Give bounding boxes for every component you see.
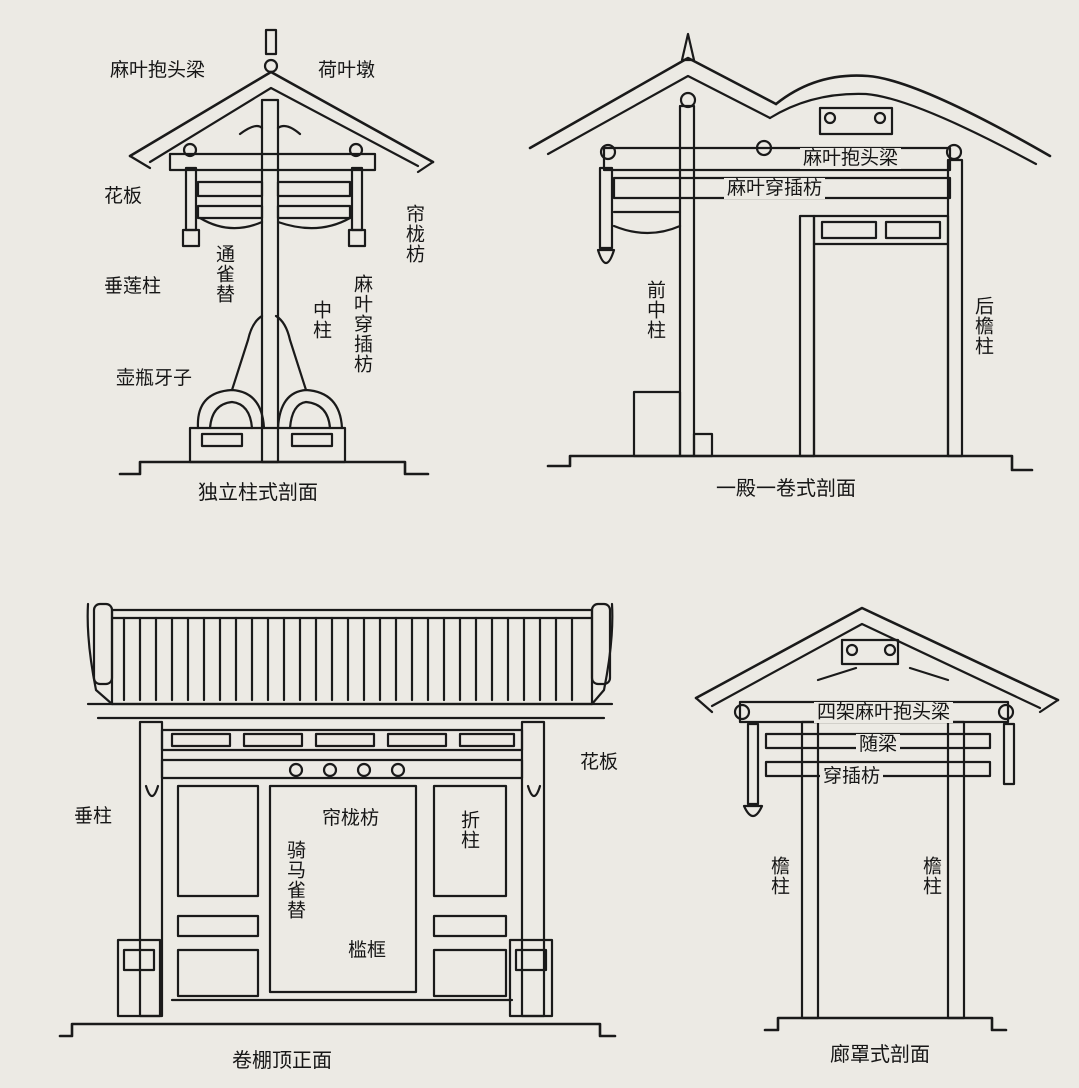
caption-corridor-cover-section: 廊罩式剖面 (830, 1042, 930, 1066)
freestanding-column-section-drawing (118, 28, 435, 476)
label-zhezhu: 折柱 (458, 810, 480, 850)
label-heye-dun: 荷叶墩 (318, 59, 376, 81)
label-lianlong-fang-d3: 帘栊枋 (322, 807, 380, 829)
label-sijia-maye-baotou-liang: 四架麻叶抱头梁 (814, 702, 954, 723)
rolled-roof-front-elevation-drawing (58, 602, 617, 1038)
label-huping-yazi: 壶瓶牙子 (116, 367, 193, 389)
one-hall-one-roll-section-drawing (528, 32, 1052, 472)
caption-rolled-roof-front-elevation: 卷棚顶正面 (232, 1048, 332, 1072)
caption-freestanding-column-section: 独立柱式剖面 (198, 480, 318, 504)
label-lianlong-fang-d1: 帘栊枋 (403, 204, 425, 264)
label-yanzhu-right: 檐柱 (920, 856, 942, 896)
caption-one-hall-one-roll-section: 一殿一卷式剖面 (716, 476, 856, 500)
label-chuancha-fang-d4: 穿插枋 (820, 766, 884, 787)
label-kankuang: 槛框 (348, 939, 387, 961)
label-chuizhu: 垂柱 (74, 805, 113, 827)
label-qian-zhongzhu: 前中柱 (644, 280, 666, 340)
label-hou-yanzhu: 后檐柱 (972, 296, 994, 356)
label-chuilian-zhu: 垂莲柱 (104, 275, 162, 297)
label-qima-queti: 骑马雀替 (284, 840, 306, 920)
label-huaban-d3: 花板 (580, 751, 619, 773)
label-maye-chuancha-fang-d1: 麻叶穿插枋 (351, 274, 373, 374)
corridor-cover-section-drawing (694, 606, 1060, 1032)
label-maye-chuancha-fang-d2: 麻叶穿插枋 (724, 178, 826, 199)
label-yanzhu-left: 檐柱 (768, 856, 790, 896)
label-zhongzhu: 中柱 (310, 300, 332, 340)
label-suiliang: 随梁 (856, 734, 901, 755)
label-maye-baotou-liang-d2: 麻叶抱头梁 (800, 148, 902, 169)
label-huaban-d1: 花板 (104, 185, 143, 207)
label-tong-queti: 通雀替 (213, 244, 235, 304)
label-maye-baotou-liang-d1: 麻叶抱头梁 (110, 59, 206, 81)
